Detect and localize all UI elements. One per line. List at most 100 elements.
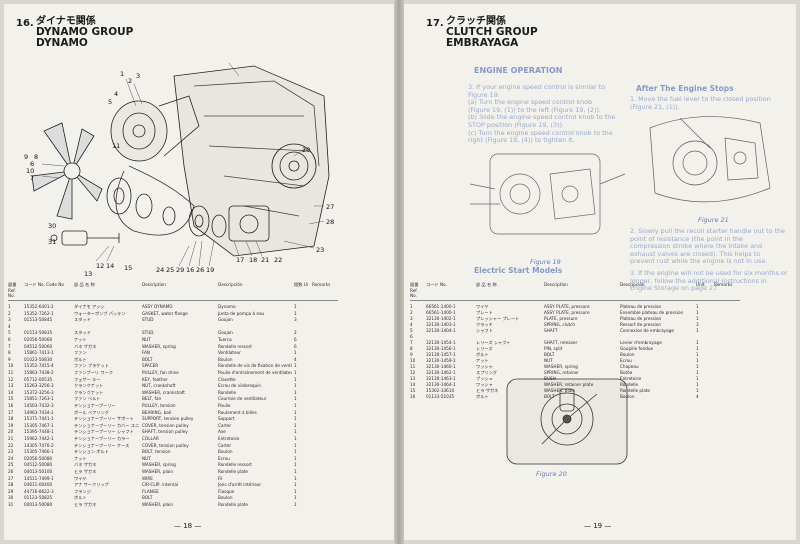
cell-unit: 1 [294,502,297,507]
callout-19: 19 [206,266,214,274]
cell-unit: 1 [696,310,699,315]
cell-descr: Rondelle ressort [218,462,252,468]
cell-ref: 10 [8,363,14,369]
cell-unit: 1 [294,449,297,455]
cell-desc: BELT, fan [142,396,162,402]
cell-code: 15395-7448-1 [24,429,54,435]
cell-desc: WASHER, spring [142,343,176,349]
cell-desc: GASKET, water flange [142,310,188,316]
cell-descr: Courroie de ventilateur [218,396,267,402]
overlay-step-line: (b) Slide the engine speed control knob … [468,113,616,122]
cell-desc: BOLT [544,394,555,399]
callout-27: 27 [326,203,334,211]
cell-jp: テンショナープーリー シャフト [74,429,134,435]
callout-10: 10 [26,167,34,175]
cell-ref: 9 [8,356,11,362]
cell-code: 15302-33610 [426,388,455,393]
callout-18: 18 [249,256,257,264]
cell-desc: KEY, feather [142,376,168,382]
cell-unit: 1 [294,462,297,468]
cell-desc: COLLAR [142,436,159,441]
cell-ref: 28 [8,482,14,488]
page-number-left: — 18 — [174,522,202,530]
cell-jp: ヒラ ザガネ [476,388,499,393]
cell-ref: 4 [410,322,413,327]
cell-jp: ナット [476,358,489,363]
cell-ref: 7 [8,343,11,349]
cell-desc: ASSY DYNAMO [142,304,173,309]
section-number: 17. [426,18,444,29]
cell-desc: PIN, split [544,346,563,351]
cell-ref: 6 [410,334,413,339]
cell-jp: フランジ [74,488,91,494]
cell-unit: 1 [294,495,297,501]
cell-ref: 29 [8,488,14,494]
cell-unit: 1 [294,436,297,441]
cell-unit: 1 [294,475,297,481]
cell-unit: 1 [696,376,699,381]
cell-unit: 3 [294,317,297,323]
cell-unit: 1 [696,388,699,393]
cell-code: 32130-1460-1 [426,364,456,369]
cell-unit: 1 [294,416,297,422]
cell-code: 15371-7441-1 [24,416,54,422]
cell-code: 15352-7415-4 [24,363,54,369]
cell-unit: 1 [294,310,297,316]
col-ref-header: 図番 Ref. No. [410,282,419,299]
cell-jp: ボール ベアリング [74,409,109,415]
cell-desc: BUSH [544,376,556,381]
cell-unit: 1 [696,340,699,345]
cell-desc: SUPPORT, tension pulley [142,416,194,422]
overlay-step-line: STOP position (Figure 19, (3)). [468,120,565,129]
cell-unit: 1 [696,382,699,387]
cell-code: 04013-50080 [24,502,53,507]
overlay-side-line: exhaust valves are closed). This helps t… [630,249,761,258]
cell-desc: NUT [544,358,553,363]
cell-ref: 16 [8,403,14,408]
cell-ref: 11 [8,370,14,375]
figure-19-drawing [470,153,626,235]
page-number-right: — 19 — [584,522,612,530]
cell-jp: スタッド [74,330,91,336]
cell-descr: Roulement à billes [218,409,257,415]
cell-code: 05712-00535 [24,376,53,382]
overlay-side-line: 3. If the engine will not be used for si… [630,268,788,277]
callout-16: 16 [186,266,194,274]
cell-ref: 8 [8,350,11,356]
overlay-step-line: (c) Turn the engine speed control knob t… [468,128,613,137]
cell-unit: 3 [696,322,699,327]
diagram-callouts: 1 2 3 4 5 6 7 8 9 10 11 12 13 14 15 16 1… [24,70,334,276]
cell-jp: フェザー キー [74,376,101,382]
cell-desc: PULLEY, fan drive [142,370,179,375]
cell-desc: ASSY PLATE, pressure [544,310,590,315]
overlay-step-line: Figure 19: [468,90,500,99]
callout-7: 7 [30,174,34,182]
cell-desc: WASHER, plain [544,388,576,393]
cell-jp: ワイヤ [74,475,87,481]
cell-desc: NUT, crankshaft [142,383,176,389]
cell-ref: 25 [8,462,14,468]
section-title-es: EMBRAYAGA [446,37,519,49]
callout-9: 9 [24,153,28,161]
cell-descr: Carter [218,442,232,448]
cell-desc: BEARING, ball [142,409,172,415]
cell-ref: 12 [410,370,416,375]
cell-jp: ボルト [74,356,87,362]
callout-11: 11 [112,142,120,150]
cell-desc: PLATE, pressure [544,316,578,321]
cell-desc: STUD [142,317,154,323]
table-row: 4 [8,324,338,330]
table-header: 図番 Ref. No. コード No. 部 品 名 称 Description … [410,282,740,301]
overlay-steps: 3. If your engine speed control is simil… [468,83,638,145]
cell-desc: SHAFT [544,328,558,333]
